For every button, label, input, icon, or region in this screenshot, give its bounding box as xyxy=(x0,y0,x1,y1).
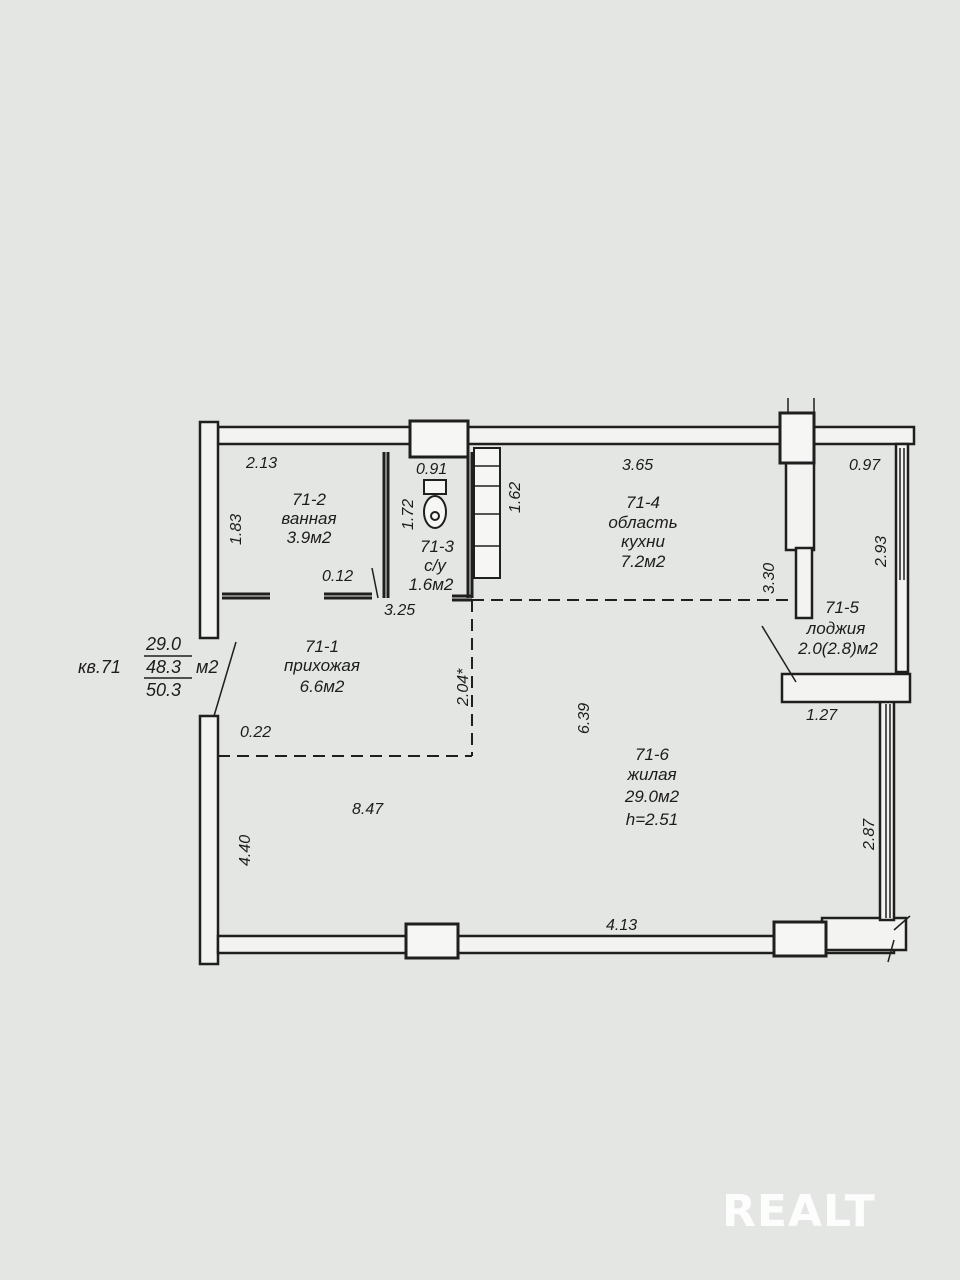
column-bottom-left xyxy=(404,922,460,960)
loggia-window-lines xyxy=(787,398,911,963)
entry-door-leaf xyxy=(213,641,237,717)
loggia-divider-lower xyxy=(794,546,814,620)
loggia-door-leaf xyxy=(761,625,797,683)
room-area: 29.0м2 xyxy=(624,787,680,806)
column-right-top xyxy=(778,411,816,465)
shaft-block xyxy=(473,447,501,579)
apartment-label: кв.71 xyxy=(78,657,121,677)
room-wc: 71-3 с/у 1.6м2 xyxy=(409,537,455,594)
area-total: 48.3 xyxy=(146,657,181,677)
room-id: 71-3 xyxy=(420,537,455,556)
left-wall-lower xyxy=(198,714,220,966)
room-area: 1.6м2 xyxy=(409,575,454,594)
dim-hall-side: 2.04* xyxy=(455,668,472,707)
dim-hall-width: 3.25 xyxy=(384,602,415,619)
partitions xyxy=(222,452,474,602)
room-area: 3.9м2 xyxy=(287,528,332,547)
column-bottom-right xyxy=(772,920,828,958)
dim-wc-side: 1.62 xyxy=(507,482,524,513)
dim-loggia-top: 0.97 xyxy=(849,457,881,474)
dim-bath-width: 2.13 xyxy=(245,455,277,472)
room-name: жилая xyxy=(626,765,676,784)
right-wall-lower xyxy=(878,698,896,922)
room-bathroom: 71-2 ванная 3.9м2 xyxy=(281,490,336,547)
bottom-right-wall xyxy=(820,916,908,952)
zone-dashed-lines xyxy=(218,599,790,757)
room-id: 71-4 xyxy=(626,493,660,512)
room-name-line2: кухни xyxy=(621,532,665,551)
room-name-line1: область xyxy=(608,513,677,532)
dim-wc-height: 1.72 xyxy=(400,499,417,530)
realt-watermark: REALT xyxy=(722,1186,876,1237)
apartment-summary: кв.71 29.0 48.3 м2 50.3 xyxy=(78,634,218,700)
column-top xyxy=(408,419,470,459)
room-id: 71-6 xyxy=(635,745,670,764)
room-living: 71-6 жилая 29.0м2 h=2.51 xyxy=(624,745,680,829)
dim-bottom-width: 4.13 xyxy=(606,917,637,934)
dimension-labels: 2.13 1.83 0.91 1.72 1.62 3.65 3.30 0.97 … xyxy=(228,455,890,934)
room-name: ванная xyxy=(281,509,336,528)
room-height: h=2.51 xyxy=(626,810,678,829)
dim-kitchen-width: 3.65 xyxy=(622,457,653,474)
dim-left-side: 4.40 xyxy=(237,835,254,866)
wc-fixtures xyxy=(423,447,501,579)
dim-partition: 0.12 xyxy=(322,568,353,585)
room-area: 6.6м2 xyxy=(300,677,345,696)
loggia-outer-wall xyxy=(894,442,910,674)
room-name: лоджия xyxy=(806,619,866,638)
area-living: 29.0 xyxy=(145,634,181,654)
dim-loggia-side: 2.93 xyxy=(873,536,890,568)
bath-door-swing xyxy=(371,567,379,599)
room-area: 2.0(2.8)м2 xyxy=(797,639,878,658)
room-name: с/у xyxy=(424,556,447,575)
dim-living-width: 8.47 xyxy=(352,801,384,818)
toilet-tank xyxy=(423,479,447,495)
room-loggia: 71-5 лоджия 2.0(2.8)м2 xyxy=(797,598,878,658)
room-id: 71-5 xyxy=(825,598,860,617)
room-name: прихожая xyxy=(284,656,360,675)
dim-living-length: 6.39 xyxy=(576,703,593,734)
room-kitchen: 71-4 область кухни 7.2м2 xyxy=(608,493,677,571)
dim-right-lower: 2.87 xyxy=(861,818,878,851)
room-id: 71-2 xyxy=(292,490,327,509)
area-with-loggia: 50.3 xyxy=(146,680,181,700)
dim-entry-offset: 0.22 xyxy=(240,724,271,741)
loggia-bottom-wall xyxy=(780,672,912,704)
room-area: 7.2м2 xyxy=(621,552,666,571)
dim-kitchen-height: 3.30 xyxy=(761,563,778,594)
door-swings xyxy=(213,567,797,717)
left-wall-upper xyxy=(198,420,220,640)
room-id: 71-1 xyxy=(305,637,339,656)
dim-bath-height: 1.83 xyxy=(228,514,245,545)
area-unit: м2 xyxy=(196,657,218,677)
dim-loggia-bottom: 1.27 xyxy=(806,707,838,724)
room-hallway: 71-1 прихожая 6.6м2 xyxy=(284,637,360,696)
dim-wc-width: 0.91 xyxy=(416,461,447,478)
columns xyxy=(404,411,828,960)
